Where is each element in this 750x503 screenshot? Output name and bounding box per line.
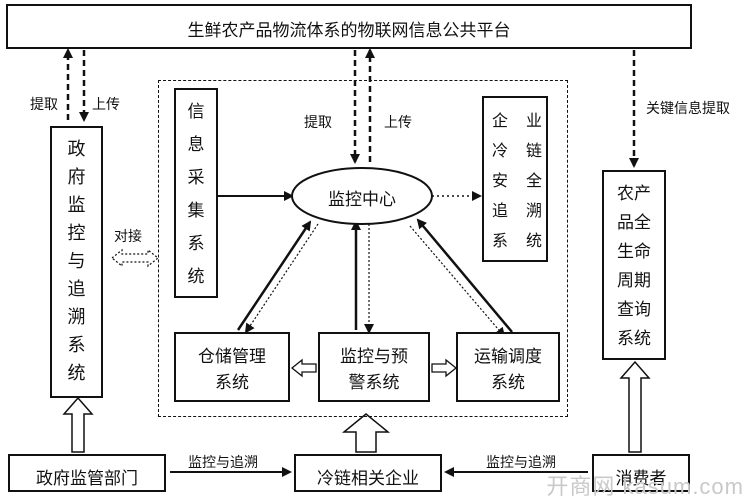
monitor-trace-label-left: 监控与追溯 — [188, 455, 258, 471]
info-collect-system-label: 信息采 集系统 — [187, 102, 205, 287]
dock-label: 对接 — [114, 229, 142, 245]
warehouse-system-label: 仓储管理系统 — [198, 347, 266, 393]
warning-system-label: 监控与预警系统 — [340, 347, 408, 393]
gov-dept-label: 政府监管部门 — [36, 469, 138, 489]
warning-system: 监控与预警系统 — [318, 332, 430, 402]
transport-system: 运输调度系统 — [456, 332, 560, 402]
warning-to-warehouse-arrow — [290, 358, 317, 378]
warning-to-transport-arrow — [431, 358, 458, 378]
enterprise-region — [158, 80, 568, 417]
cold-chain-up-arrow — [341, 413, 391, 453]
cold-chain-box: 冷链相关企业 — [294, 454, 442, 492]
center-to-transport-arrow — [409, 225, 506, 338]
key-extract-label: 关键信息提取 — [646, 101, 730, 117]
gov-dept-up-arrow — [62, 396, 94, 453]
cold-chain-label: 冷链相关企业 — [317, 469, 419, 489]
warehouse-system: 仓储管理系统 — [174, 332, 290, 402]
watermark: 开商网 kasum.com — [546, 474, 744, 499]
gov-dept-box: 政府监管部门 — [8, 454, 166, 492]
gov-monitor-system: 政府监 控与追 溯系统 — [50, 126, 103, 398]
center-to-warehouse-arrow — [236, 220, 312, 331]
consumer-label: 消费者 — [615, 469, 667, 489]
transport-to-center-arrow — [416, 218, 513, 333]
extract-label-center: 提取 — [304, 115, 332, 131]
upload-label-center: 上传 — [384, 115, 412, 131]
gov-monitor-system-label: 政府监 控与追 溯系统 — [67, 139, 86, 384]
monitor-center-label: 监控中心 — [328, 190, 396, 210]
extract-label-left: 提取 — [30, 97, 58, 113]
info-collect-system: 信息采 集系统 — [174, 88, 218, 298]
upload-label-left: 上传 — [92, 97, 120, 113]
monitor-trace-label-right: 监控与追溯 — [486, 455, 556, 471]
warehouse-to-center-arrow — [244, 223, 319, 334]
lifecycle-query-system: 农产品全生命 周期查询系统 — [602, 170, 666, 360]
transport-system-label: 运输调度系统 — [474, 347, 542, 393]
consumer-up-arrow — [619, 360, 651, 453]
enterprise-trace-label: 企冷安 追系 业链全 溯统 — [492, 111, 542, 250]
monitor-center-ellipse — [291, 167, 433, 225]
platform-title: 生鲜农产品物流体系的物联网信息公共平台 — [187, 21, 511, 41]
consumer-box: 消费者 — [592, 454, 690, 492]
lifecycle-query-label: 农产品全生命 周期查询系统 — [617, 184, 651, 349]
platform-box: 生鲜农产品物流体系的物联网信息公共平台 — [6, 4, 692, 49]
dock-double-arrow — [111, 248, 159, 268]
enterprise-trace-system: 企冷安 追系 业链全 溯统 — [482, 96, 548, 262]
